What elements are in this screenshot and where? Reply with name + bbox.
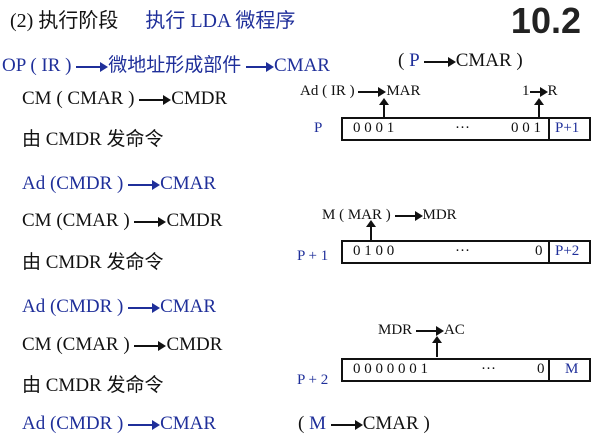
mar-label: MAR xyxy=(386,83,421,99)
cmar-label: CMAR xyxy=(160,173,217,194)
section-number-badge: 10.2 xyxy=(510,0,581,41)
reg-divider xyxy=(548,117,550,141)
mdr-label: MDR xyxy=(422,207,457,223)
right-arrow-icon xyxy=(128,302,161,313)
reg-dots: ··· xyxy=(455,120,470,136)
cm-cmar-label: CM ( CMAR ) xyxy=(22,88,135,109)
reg-bits: 0 0 0 0 0 0 1 xyxy=(353,361,428,377)
reg-tail: 0 xyxy=(535,243,543,259)
phase-label: (2) 执行阶段 xyxy=(10,10,119,32)
issue-command-line-1: 由 CMDR 发命令 xyxy=(22,129,164,150)
cm-cmar-label: CM (CMAR ) xyxy=(22,210,130,231)
p-to-cmar-note: ( P CMAR ) xyxy=(398,50,523,71)
subtitle: 执行 LDA 微程序 xyxy=(145,10,296,32)
address-p-plus-1: P + 1 xyxy=(297,248,329,264)
op-ir-label: OP ( IR ) xyxy=(2,55,72,76)
cmar-note-close: CMAR ) xyxy=(362,413,430,434)
next-address: P+2 xyxy=(555,243,580,259)
ad-cmdr-line-4: Ad (CMDR ) CMAR xyxy=(22,413,216,435)
cm-cmar-line-2: CM (CMAR ) CMDR xyxy=(22,210,222,232)
cmdr-label: CMDR xyxy=(166,334,223,355)
cmar-label: CMAR xyxy=(160,413,217,434)
right-arrow-icon xyxy=(128,419,161,430)
right-arrow-icon xyxy=(134,216,167,227)
one-label: 1 xyxy=(522,83,530,99)
cmdr-label: CMDR xyxy=(166,210,223,231)
issue-command-line-2: 由 CMDR 发命令 xyxy=(22,252,164,273)
cm-cmar-line-3: CM (CMAR ) CMDR xyxy=(22,334,222,356)
microinstruction-register-1: 0 0 0 1 ··· 0 0 1 P+1 xyxy=(341,117,591,141)
right-arrow-icon xyxy=(134,340,167,351)
ad-cmdr-label: Ad (CMDR ) xyxy=(22,173,124,194)
ad-cmdr-label: Ad (CMDR ) xyxy=(22,296,124,317)
right-arrow-icon xyxy=(330,419,363,430)
next-address: M xyxy=(565,361,579,377)
up-arrow-icon xyxy=(379,98,389,118)
page-title: (2) 执行阶段 执行 LDA 微程序 xyxy=(10,4,295,33)
right-arrow-icon xyxy=(128,179,161,190)
address-p-plus-2: P + 2 xyxy=(297,372,329,388)
reg-bits: 0 1 0 0 xyxy=(353,243,395,259)
reg-dots: ··· xyxy=(455,243,470,259)
issue-command-line-3: 由 CMDR 发命令 xyxy=(22,375,164,396)
cmdr-label: CMDR xyxy=(171,88,228,109)
m-mar-label: M ( MAR ) xyxy=(322,207,391,223)
ac-label: AC xyxy=(443,322,465,338)
right-arrow-icon xyxy=(415,325,444,336)
right-arrow-icon xyxy=(423,56,456,67)
right-arrow-icon xyxy=(529,86,548,97)
reg-tail: 0 xyxy=(537,361,545,377)
right-arrow-icon xyxy=(76,61,109,72)
mdr-label: MDR xyxy=(378,322,413,338)
ad-ir-label: Ad ( IR ) xyxy=(300,83,355,99)
m-to-cmar-note: ( M CMAR ) xyxy=(298,413,430,434)
reg-bits: 0 0 0 1 xyxy=(353,120,395,136)
reg-divider xyxy=(548,240,550,264)
next-address: P+1 xyxy=(555,120,580,136)
microinstruction-register-3: 0 0 0 0 0 0 1 ··· 0 M xyxy=(341,358,591,382)
micro-address-unit: 微地址形成部件 xyxy=(108,55,242,76)
right-arrow-icon xyxy=(358,86,387,97)
cm-cmar-label: CM (CMAR ) xyxy=(22,334,130,355)
right-arrow-icon xyxy=(139,94,172,105)
right-arrow-icon xyxy=(246,61,275,72)
ad-cmdr-line-2: Ad (CMDR ) CMAR xyxy=(22,173,216,195)
reg-dots: ··· xyxy=(481,361,496,377)
reg-tail: 0 0 1 xyxy=(511,120,541,136)
ad-cmdr-label: Ad (CMDR ) xyxy=(22,413,124,434)
reg-divider xyxy=(548,358,550,382)
up-arrow-icon xyxy=(534,98,544,118)
cmar-label: CMAR xyxy=(274,55,330,76)
microinstruction-register-2: 0 1 0 0 ··· 0 P+2 xyxy=(341,240,591,264)
r-label: R xyxy=(547,83,558,99)
annotation-m-mar-mdr: M ( MAR ) MDR xyxy=(322,207,457,224)
annotation-ad-ir-mar: Ad ( IR ) MAR xyxy=(300,83,421,100)
address-p: P xyxy=(314,120,323,136)
up-arrow-icon xyxy=(366,220,376,240)
up-arrow-icon xyxy=(432,336,442,357)
cmar-label: CMAR xyxy=(160,296,217,317)
op-ir-line: OP ( IR ) 微地址形成部件 CMAR xyxy=(2,50,330,77)
ad-cmdr-line-3: Ad (CMDR ) CMAR xyxy=(22,296,216,318)
cmar-note-close: CMAR ) xyxy=(455,50,523,71)
cm-cmar-line-1: CM ( CMAR ) CMDR xyxy=(22,88,227,110)
annotation-mdr-ac: MDR AC xyxy=(378,322,465,339)
right-arrow-icon xyxy=(394,210,423,221)
